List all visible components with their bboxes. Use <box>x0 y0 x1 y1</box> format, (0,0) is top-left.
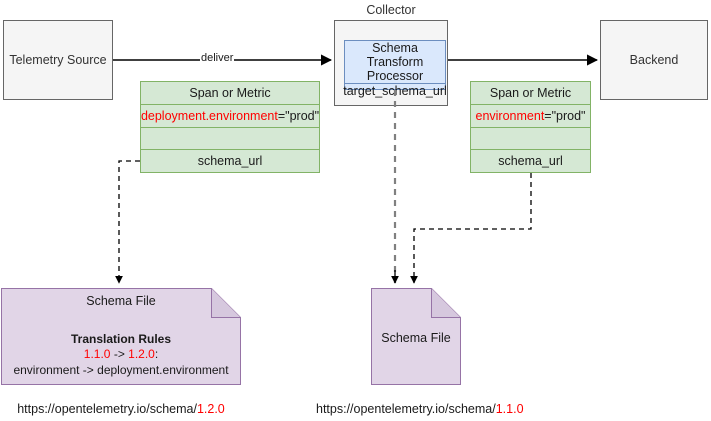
processor-target-schema-url: target_schema_url <box>343 84 447 98</box>
edge-schema-url-right-to-file <box>410 173 532 284</box>
rules-to-version: 1.2.0 <box>128 347 155 362</box>
node-backend-label: Backend <box>629 53 679 67</box>
span-right-blank <box>471 128 590 151</box>
rules-arrow: -> <box>110 347 129 362</box>
span-right-header: Span or Metric <box>471 82 590 105</box>
schema-transform-processor[interactable]: Schema Transform Processor target_schema… <box>343 40 447 98</box>
span-left-header: Span or Metric <box>141 82 319 105</box>
schema-file-left-shape[interactable] <box>1 288 241 385</box>
rules-body: environment -> deployment.environment <box>13 362 229 377</box>
span-right-attribute-value: ="prod" <box>544 108 586 123</box>
span-left-schema-url: schema_url <box>197 154 263 169</box>
schema-file-right-shape[interactable] <box>371 288 461 385</box>
processor-title: Schema Transform Processor <box>345 41 445 84</box>
span-right-attribute-key: environment <box>475 108 545 123</box>
node-telemetry-source[interactable]: Telemetry Source <box>3 20 113 100</box>
span-left-attribute: deployment.environment="prod" <box>141 105 319 128</box>
span-left-blank <box>141 128 319 151</box>
span-right-schema-url: schema_url <box>498 154 563 169</box>
schema-file-right-url-base: https://opentelemetry.io/schema/ <box>316 402 496 416</box>
collector-caption-label: Collector <box>366 3 416 17</box>
schema-file-right-title: Schema File <box>381 331 451 345</box>
schema-file-left-rules: Translation Rules 1.1.0 -> 1.2.0: enviro… <box>1 332 241 378</box>
schema-file-right-url-version: 1.1.0 <box>495 402 524 416</box>
node-backend[interactable]: Backend <box>600 20 708 100</box>
schema-file-left-url-base: https://opentelemetry.io/schema/ <box>17 402 197 416</box>
span-left-attribute-value: ="prod" <box>277 108 320 123</box>
rules-colon: : <box>154 347 159 362</box>
schema-file-left-title: Schema File <box>86 294 156 308</box>
span-right-attribute: environment="prod" <box>471 105 590 128</box>
node-telemetry-source-label: Telemetry Source <box>9 53 107 67</box>
schema-file-left-url-version: 1.2.0 <box>196 402 225 416</box>
edge-schema-url-left-to-file <box>115 160 140 284</box>
schema-file-right-url: https://opentelemetry.io/schema/1.1.0 <box>316 402 524 416</box>
translation-rules-heading: Translation Rules <box>70 332 172 346</box>
rules-from-version: 1.1.0 <box>83 347 111 362</box>
schema-file-left-url: https://opentelemetry.io/schema/1.2.0 <box>1 402 241 416</box>
span-left-attribute-key: deployment.environment <box>140 108 278 123</box>
span-or-metric-table-right[interactable]: Span or Metric environment="prod" schema… <box>470 81 591 173</box>
edge-deliver-label: deliver <box>200 52 235 64</box>
span-or-metric-table-left[interactable]: Span or Metric deployment.environment="p… <box>140 81 320 173</box>
collector-caption: Collector <box>334 3 448 17</box>
